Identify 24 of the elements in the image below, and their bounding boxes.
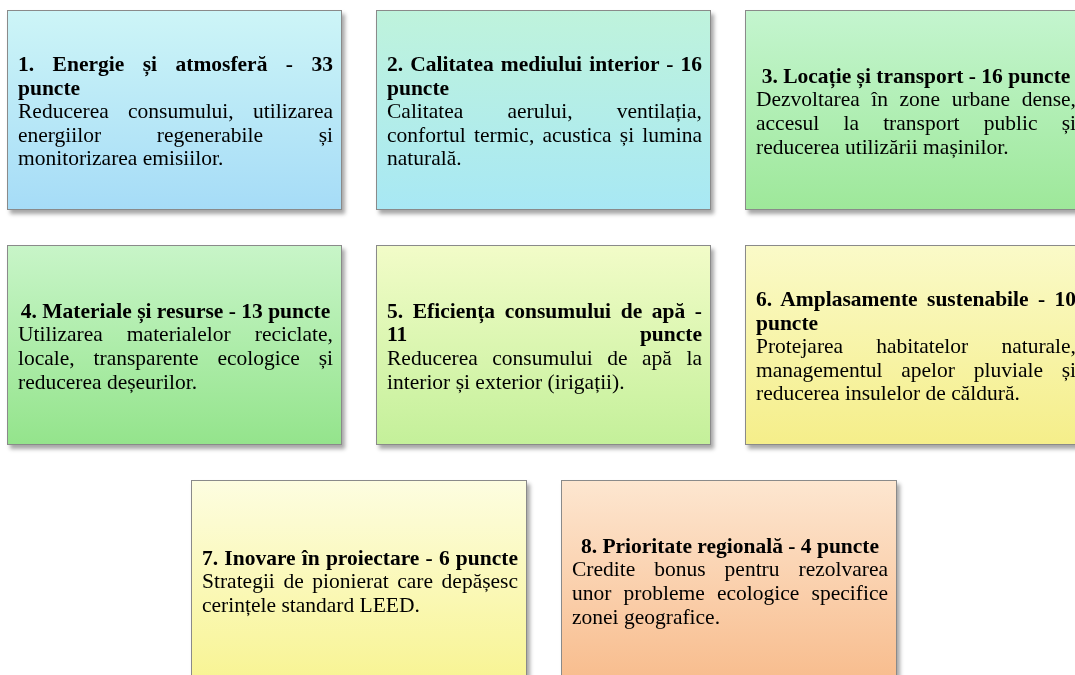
category-card — [191, 480, 527, 675]
card-heading: 2. Calitatea mediului interior - 16 puncte — [387, 52, 702, 101]
category-card — [745, 10, 1075, 210]
card-heading: 8. Prioritate regională - 4 puncte — [579, 534, 881, 559]
card-description: Utilizarea materialelor reciclate, locale, transparente ecologice și reducerea deșeurilor. — [18, 323, 333, 395]
category-card — [561, 480, 897, 675]
card-description: Reducerea consumului, utilizarea energiilor regenerabile și monitorizarea emisiilor. — [18, 100, 333, 172]
card-description: Dezvoltarea în zone urbane dense, accesul la transport public și reducerea utilizării mașinilor. — [756, 88, 1075, 160]
card-description: Strategii de pionierat care depășesc cerințele standard LEED. — [202, 570, 518, 618]
category-card — [376, 245, 711, 445]
card-description: Reducerea consumului de apă la interior și exterior (irigații). — [387, 347, 702, 395]
card-heading: 7. Inovare în proiectare - 6 puncte — [202, 546, 518, 571]
card-heading: 4. Materiale și resurse - 13 puncte — [19, 299, 332, 324]
category-card — [7, 10, 342, 210]
card-description: Calitatea aerului, ventilația, confortul termic, acustica și lumina naturală. — [387, 100, 702, 172]
card-heading: 3. Locație și transport - 16 puncte — [760, 64, 1072, 89]
category-card — [7, 245, 342, 445]
category-card — [745, 245, 1075, 445]
card-heading: 1. Energie și atmosferă - 33 puncte — [18, 52, 333, 101]
card-description: Protejarea habitatelor naturale, managementul apelor pluviale și reducerea insulelor de căldură. — [756, 335, 1075, 407]
card-heading: 6. Amplasamente sustenabile - 10 puncte — [756, 287, 1075, 336]
card-description: Credite bonus pentru rezolvarea unor probleme ecologice specifice zonei geografice. — [572, 558, 888, 630]
category-card — [376, 10, 711, 210]
card-heading: 5. Eficiența consumului de apă - 11 puncte — [387, 299, 702, 347]
